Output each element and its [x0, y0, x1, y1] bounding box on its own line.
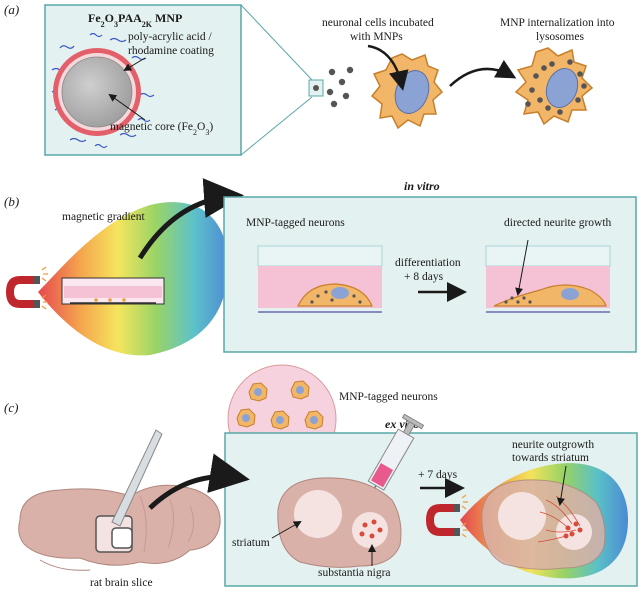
coating-label-line1: poly-acrylic acid / — [128, 31, 212, 43]
coating-pointer — [123, 57, 146, 72]
culture-dish — [61, 277, 165, 305]
lysosome-mnps — [525, 59, 587, 115]
zoom-line-top — [240, 4, 313, 81]
directed-growth-pointer — [515, 239, 529, 296]
outgrowth-line1: neurite outgrowth — [512, 439, 594, 451]
panel-a: (a) Fe2O3PAA2K MNP — [4, 2, 615, 156]
internalization-arrow — [449, 59, 517, 87]
days-label: + 7 days — [418, 469, 458, 481]
striatum-label: striatum — [232, 537, 270, 549]
neuron-after — [493, 284, 607, 307]
incubation-label-line1: neuronal cells incubated — [322, 17, 434, 29]
brain-slice-label: rat brain slice — [90, 577, 153, 589]
nigra-region — [352, 512, 388, 548]
slice-arrow — [148, 453, 250, 510]
neuron-internalized — [514, 47, 594, 126]
gradient-arrow — [137, 178, 244, 260]
neuron-after-nucleus — [561, 288, 579, 300]
internalization-label-line2: lysosomes — [536, 31, 584, 43]
panel-b-letter: (b) — [4, 194, 19, 209]
brain-slice-outgrowth — [481, 479, 606, 570]
differentiation-line1: differentiation — [395, 257, 461, 269]
core-pointer — [108, 93, 146, 121]
mnp-particle — [51, 32, 155, 149]
magnet-icon-c — [426, 494, 468, 538]
panel-c-letter: (c) — [4, 400, 18, 415]
substantia-label: substantia nigra — [318, 567, 391, 579]
panel-b: (b) magnetic gradient in vitro MNP-tagge… — [4, 178, 637, 356]
tagged-neurons-label-c: MNP-tagged neurons — [339, 391, 438, 403]
zoom-line-bottom — [240, 96, 313, 156]
dish-media — [64, 286, 162, 298]
outgrowth-line2: towards striatum — [512, 452, 589, 464]
in-vitro-label: in vitro — [404, 179, 440, 193]
differentiation-line2: + 8 days — [404, 271, 444, 283]
slicer-blade — [111, 429, 163, 527]
tagged-neurons-label-b: MNP-tagged neurons — [246, 217, 345, 229]
mnp-title: Fe2O3PAA2K MNP — [88, 11, 182, 29]
dish-after — [485, 245, 611, 313]
panel-a-letter: (a) — [4, 2, 19, 17]
coating-label-line2: rhodamine coating — [128, 45, 214, 57]
striatum-pointer — [271, 521, 302, 539]
incubation-label-line2: with MNPs — [350, 31, 403, 43]
directed-growth-label: directed neurite growth — [504, 217, 612, 229]
incubation-arrow — [367, 44, 409, 91]
mnp-dot — [313, 85, 319, 91]
panel-c: (c) MNP-tagged neurons ex vivo — [4, 364, 638, 589]
magnet-icon-b — [6, 266, 48, 310]
magnetic-core — [61, 56, 133, 128]
brain-slice-cut — [95, 515, 133, 553]
gradient-label: magnetic gradient — [62, 211, 146, 223]
striatum-region — [294, 490, 342, 538]
outgrowth-pointer — [556, 465, 567, 506]
neuron-before-nucleus — [331, 287, 349, 299]
dish-before — [257, 245, 383, 313]
free-mnps — [326, 66, 354, 108]
core-label: magnetic core (Fe2O3) — [110, 121, 213, 137]
neuron2-nucleus — [545, 68, 579, 108]
internalization-label-line1: MNP internalization into — [500, 17, 615, 29]
neuron-incubated — [370, 53, 444, 130]
syringe-icon — [365, 413, 425, 504]
